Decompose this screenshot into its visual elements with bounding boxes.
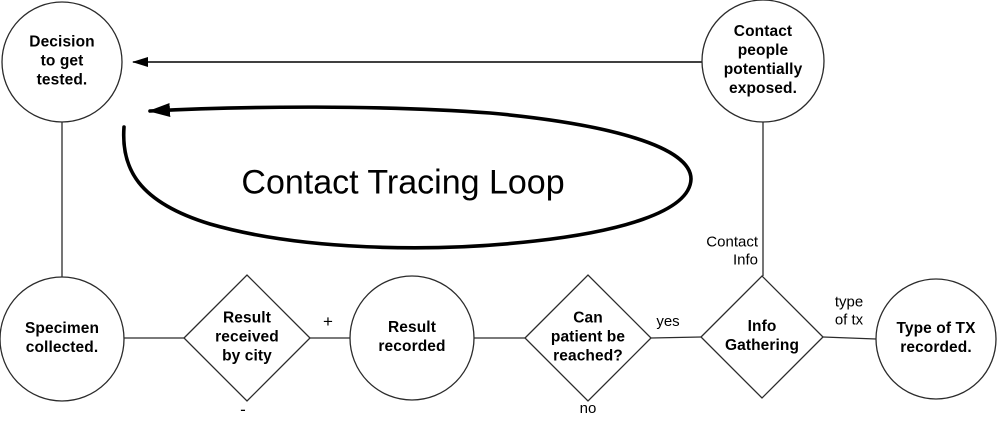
info-gathering-node-label: Info Gathering	[724, 318, 800, 354]
result-received-node-label: Result received by city	[215, 309, 279, 365]
decision-node-circle	[1, 1, 123, 123]
can-reach-node-label: Can patient be reached?	[550, 309, 626, 365]
info-gathering-node-diamond	[700, 275, 824, 399]
edge-infogathering-to-typetx	[822, 336, 877, 340]
edge-label-contact-info: Contact Info	[706, 233, 758, 268]
edge-label-plus: +	[323, 311, 333, 331]
edge-label-no: no	[579, 400, 597, 418]
result-recorded-node-label: Result recorded	[378, 319, 446, 355]
decision-node-label: Decision to get tested.	[29, 33, 95, 89]
loop-title: Contact Tracing Loop	[241, 163, 565, 202]
specimen-node-label: Specimen collected.	[24, 320, 100, 356]
contact-people-node-label: Contact people potentially exposed.	[723, 23, 803, 97]
type-tx-node-label: Type of TX recorded.	[896, 320, 976, 356]
can-reach-node-diamond	[524, 274, 652, 402]
contact-tracing-loop-arrow	[121, 102, 693, 250]
contact-people-node-circle	[701, 0, 825, 123]
edge-canreach-to-infogathering	[650, 336, 702, 339]
result-received-node-diamond	[183, 274, 311, 402]
edge-label-type-of-tx: type of tx	[834, 293, 864, 328]
specimen-node-circle	[0, 276, 125, 402]
type-tx-node-circle	[875, 278, 997, 400]
result-recorded-node-circle	[349, 275, 475, 401]
edge-label-minus: -	[240, 399, 246, 419]
edge-label-yes: yes	[656, 313, 680, 331]
